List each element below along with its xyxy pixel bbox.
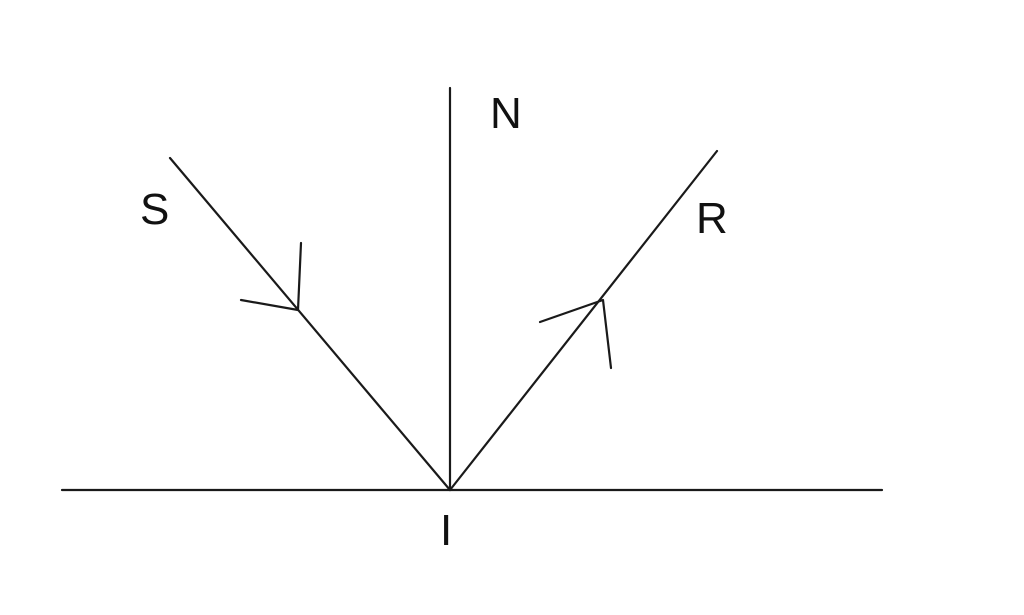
incident-ray: [168, 156, 452, 492]
incident-arrowhead: [239, 241, 303, 312]
label-source: S: [140, 185, 169, 234]
label-normal: N: [490, 89, 522, 138]
label-reflected: R: [696, 194, 728, 243]
reflected-ray: [448, 149, 719, 492]
reflected-arrowhead: [538, 298, 613, 370]
label-incidence-point: I: [440, 506, 452, 555]
